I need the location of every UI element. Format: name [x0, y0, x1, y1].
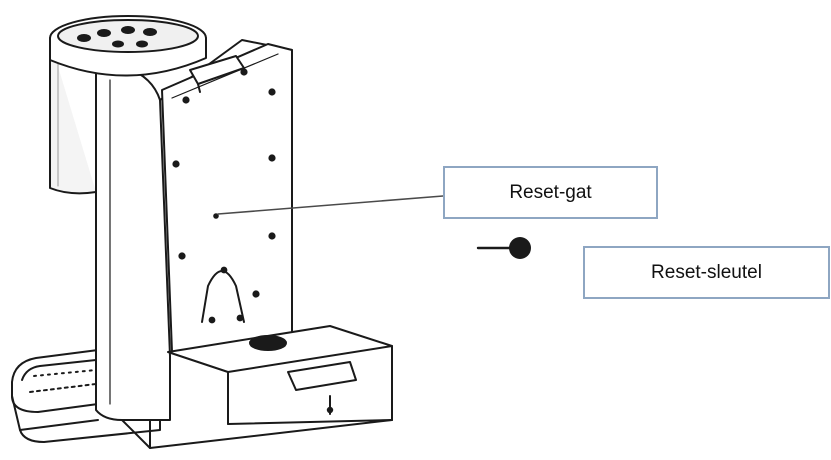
- control-panel: [50, 16, 206, 76]
- reset-key-label-text: Reset-sleutel: [651, 262, 762, 284]
- back-panel: [162, 44, 292, 352]
- reset-key-icon: [478, 237, 531, 259]
- reset-hole-dot: [214, 214, 218, 218]
- reset-key-label: Reset-sleutel: [583, 246, 830, 299]
- reset-hole-label-text: Reset-gat: [509, 182, 591, 204]
- reset-hole-label: Reset-gat: [443, 166, 658, 219]
